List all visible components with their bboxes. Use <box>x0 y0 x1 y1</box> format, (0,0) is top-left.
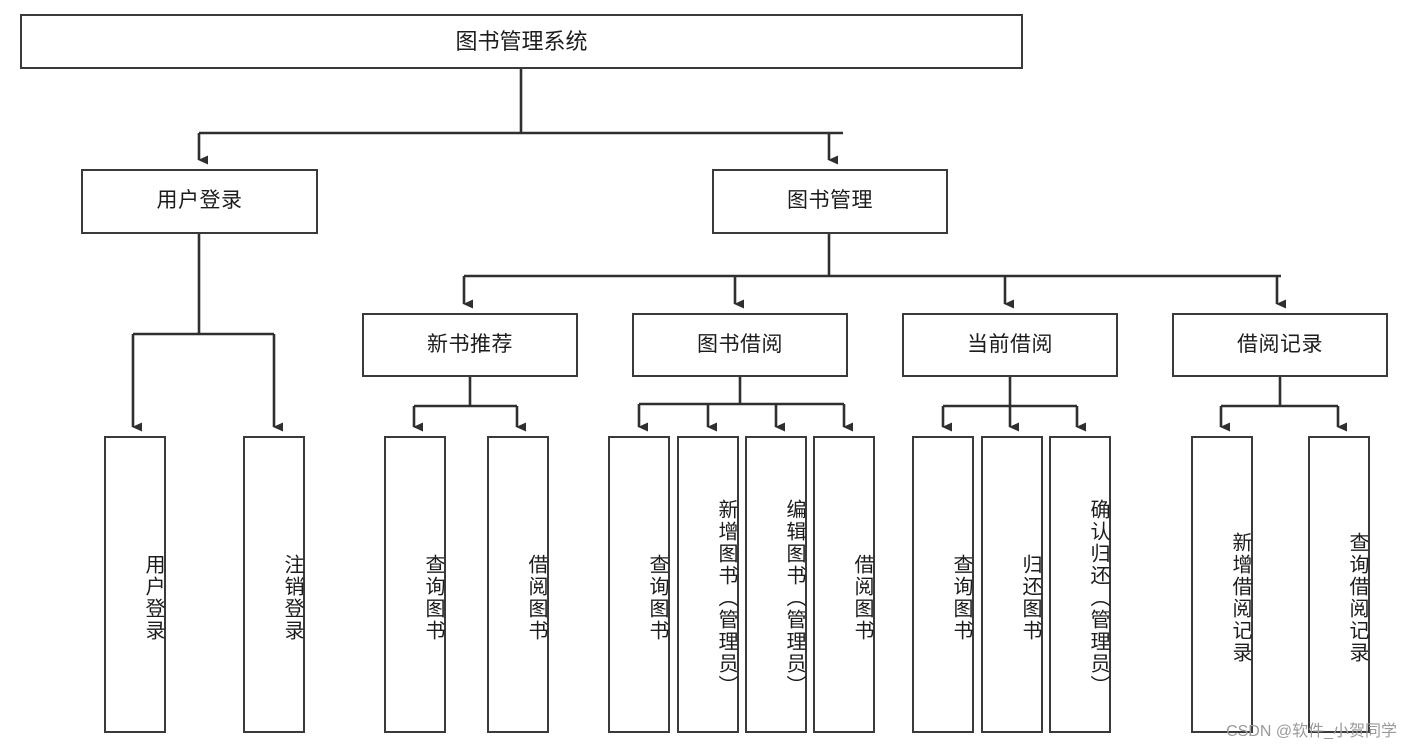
leaf-borrow-query-book[interactable]: 查询图书 <box>608 436 670 733</box>
leaf-record-query-record[interactable]: 查询借阅记录 <box>1308 436 1370 733</box>
leaf-label: 借阅图书 <box>525 553 547 642</box>
leaf-label: 查询图书 <box>422 553 444 642</box>
leaf-current-confirm-return-admin[interactable]: 确认归还（管理员） <box>1049 436 1111 733</box>
node-user-login[interactable]: 用户登录 <box>81 169 318 234</box>
node-new-book-recommend[interactable]: 新书推荐 <box>362 313 578 377</box>
node-book-management[interactable]: 图书管理 <box>712 169 948 234</box>
leaf-current-query-book[interactable]: 查询图书 <box>912 436 974 733</box>
leaf-label: 用户登录 <box>142 553 164 642</box>
leaf-borrow-add-book-admin[interactable]: 新增图书（管理员） <box>677 436 739 733</box>
csdn-watermark: CSDN @软件_小贺同学 <box>1226 723 1397 740</box>
node-current-borrow[interactable]: 当前借阅 <box>902 313 1118 377</box>
leaf-borrow-borrow-book[interactable]: 借阅图书 <box>813 436 875 733</box>
leaf-label: 查询借阅记录 <box>1346 531 1368 664</box>
leaf-user-login-logout[interactable]: 注销登录 <box>243 436 305 733</box>
node-root-system[interactable]: 图书管理系统 <box>20 14 1023 69</box>
leaf-label: 新增借阅记录 <box>1229 531 1251 664</box>
leaf-label: 查询图书 <box>646 553 668 642</box>
leaf-current-return-book[interactable]: 归还图书 <box>981 436 1043 733</box>
node-book-borrow[interactable]: 图书借阅 <box>632 313 848 377</box>
leaf-user-login-login[interactable]: 用户登录 <box>104 436 166 733</box>
leaf-label: 编辑图书（管理员） <box>783 498 805 697</box>
leaf-new-book-borrow[interactable]: 借阅图书 <box>487 436 549 733</box>
leaf-label: 确认归还（管理员） <box>1087 498 1109 697</box>
leaf-label: 注销登录 <box>281 553 303 642</box>
node-borrow-record[interactable]: 借阅记录 <box>1172 313 1388 377</box>
leaf-label: 归还图书 <box>1019 553 1041 642</box>
leaf-label: 新增图书（管理员） <box>715 498 737 697</box>
leaf-borrow-edit-book-admin[interactable]: 编辑图书（管理员） <box>745 436 807 733</box>
leaf-label: 查询图书 <box>950 553 972 642</box>
leaf-new-book-query[interactable]: 查询图书 <box>384 436 446 733</box>
leaf-record-add-record[interactable]: 新增借阅记录 <box>1191 436 1253 733</box>
leaf-label: 借阅图书 <box>851 553 873 642</box>
